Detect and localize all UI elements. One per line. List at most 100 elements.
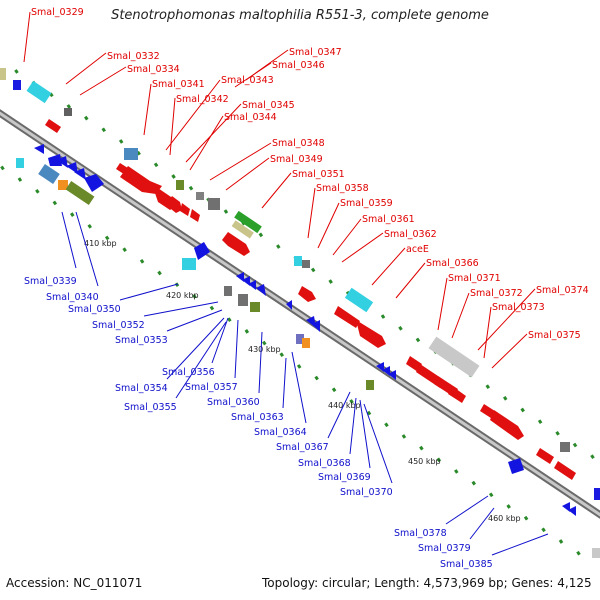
- ruler-tick: [70, 212, 75, 217]
- gene-label[interactable]: Smal_0344: [224, 112, 277, 123]
- kbp-label: 410 kbp: [84, 239, 117, 248]
- gene-box: [238, 294, 248, 306]
- gene-leader-line: [61, 211, 77, 269]
- gene-label[interactable]: Smal_0359: [340, 198, 393, 209]
- gene-label[interactable]: Smal_0361: [362, 214, 415, 225]
- gene-label[interactable]: Smal_0341: [152, 79, 205, 90]
- gene-arrow: [334, 306, 360, 328]
- gene-arrow: [74, 168, 86, 180]
- gene-leader-line: [359, 399, 371, 469]
- gene-leader-line: [395, 262, 426, 299]
- gene-label[interactable]: Smal_0360: [207, 397, 260, 408]
- ruler-tick: [209, 305, 215, 311]
- gene-label[interactable]: Smal_0366: [426, 258, 479, 269]
- gene-label[interactable]: Smal_0339: [24, 276, 77, 287]
- gene-box: [182, 258, 196, 270]
- gene-arrow: [48, 154, 62, 166]
- ruler-tick: [349, 399, 354, 404]
- gene-leader-line: [477, 288, 536, 351]
- gene-label[interactable]: Smal_0357: [185, 382, 238, 393]
- gene-box: [344, 287, 374, 313]
- gene-leader-line: [491, 533, 549, 556]
- gene-label[interactable]: Smal_0353: [115, 335, 168, 346]
- gene-leader-line: [165, 79, 221, 151]
- gene-label[interactable]: Smal_0371: [448, 273, 501, 284]
- gene-label[interactable]: Smal_0363: [231, 412, 284, 423]
- gene-leader-line: [225, 157, 270, 191]
- kbp-label: 460 kbp: [488, 514, 521, 523]
- gene-label[interactable]: Smal_0350: [68, 304, 121, 315]
- gene-label[interactable]: Smal_0375: [528, 330, 581, 341]
- gene-leader-line: [234, 62, 272, 88]
- gene-label[interactable]: Smal_0358: [316, 183, 369, 194]
- gene-label[interactable]: Smal_0355: [124, 402, 177, 413]
- gene-arrow: [222, 232, 250, 256]
- ruler-tick: [380, 314, 386, 319]
- gene-leader-line: [261, 172, 292, 209]
- gene-arrow: [376, 362, 384, 372]
- ruler-tick: [401, 434, 407, 439]
- gene-leader-line: [282, 357, 287, 409]
- topology-text: Topology: circular; Length: 4,573,969 bp…: [262, 576, 592, 590]
- gene-leader-line: [211, 317, 229, 364]
- gene-label[interactable]: Smal_0378: [394, 528, 447, 539]
- map-title: Stenotrophomonas maltophilia R551-3, com…: [111, 8, 489, 23]
- gene-arrow: [236, 272, 244, 282]
- gene-label[interactable]: Smal_0374: [536, 285, 589, 296]
- gene-label[interactable]: Smal_0369: [318, 472, 371, 483]
- gene-box: [592, 548, 600, 558]
- gene-label[interactable]: Smal_0340: [46, 292, 99, 303]
- gene-box: [366, 380, 374, 390]
- gene-arrow: [120, 166, 162, 194]
- ruler-tick: [314, 375, 319, 381]
- gene-arrow: [448, 386, 466, 403]
- gene-label[interactable]: Smal_0345: [242, 100, 295, 111]
- gene-label[interactable]: Smal_0379: [418, 543, 471, 554]
- gene-leader-line: [307, 187, 316, 239]
- gene-label[interactable]: Smal_0373: [492, 302, 545, 313]
- gene-box: [16, 158, 24, 168]
- gene-label[interactable]: Smal_0346: [272, 60, 325, 71]
- gene-label[interactable]: Smal_0332: [107, 51, 160, 62]
- gene-label[interactable]: Smal_0351: [292, 169, 345, 180]
- gene-label[interactable]: Smal_0370: [340, 487, 393, 498]
- gene-label[interactable]: Smal_0362: [384, 229, 437, 240]
- gene-label[interactable]: Smal_0352: [92, 320, 145, 331]
- ruler-tick: [188, 185, 194, 191]
- gene-label[interactable]: Smal_0348: [272, 138, 325, 149]
- gene-label[interactable]: Smal_0329: [31, 7, 84, 18]
- gene-box: [64, 108, 72, 116]
- gene-label[interactable]: Smal_0334: [127, 64, 180, 75]
- ruler-tick: [488, 492, 494, 498]
- gene-label[interactable]: Smal_0368: [298, 458, 351, 469]
- gene-leader-line: [349, 397, 357, 455]
- gene-label[interactable]: Smal_0364: [254, 427, 307, 438]
- gene-label[interactable]: Smal_0385: [440, 559, 493, 570]
- gene-label[interactable]: Smal_0343: [221, 75, 274, 86]
- gene-label[interactable]: Smal_0347: [289, 47, 342, 58]
- gene-leader-line: [437, 277, 448, 331]
- ruler-tick: [279, 352, 284, 358]
- gene-box: [428, 336, 480, 378]
- gene-leader-line: [327, 391, 351, 439]
- gene-label[interactable]: Smal_0342: [176, 94, 229, 105]
- gene-label[interactable]: aceE: [406, 244, 429, 255]
- gene-leader-line: [483, 306, 492, 359]
- gene-label[interactable]: Smal_0354: [115, 383, 168, 394]
- ruler-tick: [35, 188, 40, 194]
- ruler-tick: [328, 279, 333, 284]
- gene-arrow: [248, 280, 256, 290]
- gene-arrow: [45, 119, 61, 133]
- gene-leader-line: [258, 331, 263, 394]
- gene-box: [250, 302, 260, 312]
- ruler-tick: [17, 177, 23, 182]
- gene-arrow: [312, 320, 320, 332]
- gene-label[interactable]: Smal_0372: [470, 288, 523, 299]
- ruler-tick: [398, 325, 403, 331]
- gene-label[interactable]: Smal_0349: [270, 154, 323, 165]
- gene-leader-line: [451, 292, 470, 339]
- ruler-tick: [415, 337, 421, 343]
- gene-label[interactable]: Smal_0356: [162, 367, 215, 378]
- ruler-tick: [485, 384, 491, 389]
- gene-label[interactable]: Smal_0367: [276, 442, 329, 453]
